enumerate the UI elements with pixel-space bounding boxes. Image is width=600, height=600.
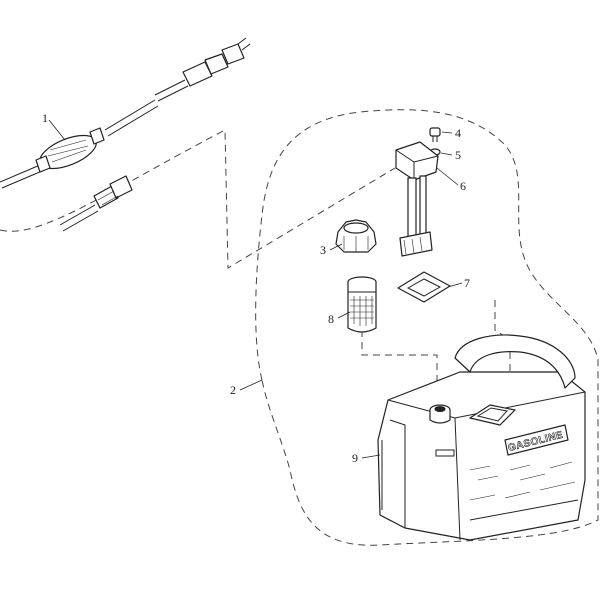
callout-2: 2	[230, 383, 236, 397]
screw	[429, 127, 441, 142]
callout-1: 1	[42, 111, 48, 125]
fuel-line-assembly	[0, 37, 251, 232]
callout-6: 6	[460, 179, 466, 193]
callout-8: 8	[328, 312, 334, 326]
gasket	[397, 271, 451, 303]
filter-route-dashed	[361, 330, 438, 402]
callout-9: 9	[352, 451, 358, 465]
fuel-tank: GASOLINE	[377, 334, 586, 541]
callout-5: 5	[455, 148, 461, 162]
assembly-boundary-outline	[255, 109, 599, 546]
filter-strainer	[347, 276, 377, 333]
callout-7: 7	[464, 276, 470, 290]
callout-3: 3	[320, 243, 326, 257]
tank-cap	[335, 219, 377, 253]
leader-lines	[48, 119, 463, 459]
callout-4: 4	[455, 126, 461, 140]
fuel-gauge-pickup	[395, 141, 439, 257]
